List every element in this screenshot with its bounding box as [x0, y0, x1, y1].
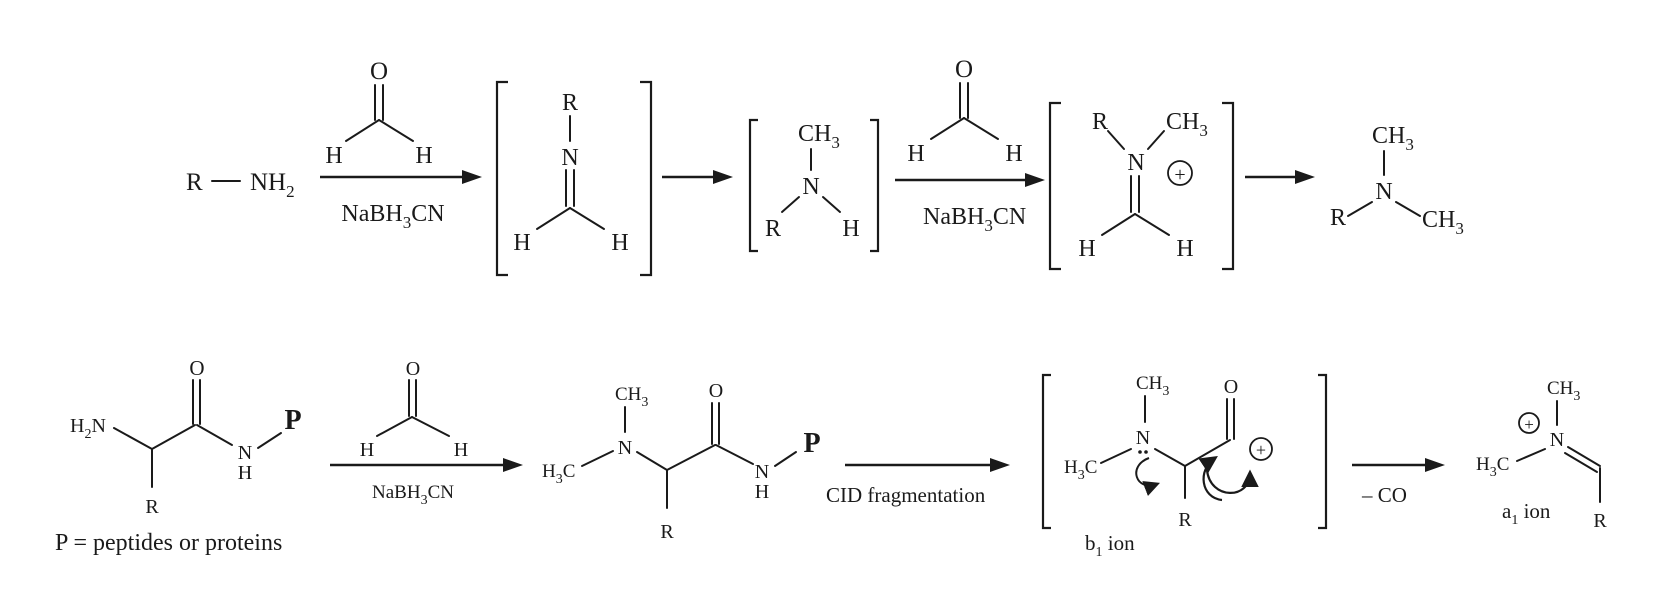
b1-ion-label: b1 ion: [1085, 531, 1135, 560]
dimethylamine-product: CH3 N R CH3: [1330, 123, 1464, 238]
svg-text:H: H: [611, 230, 628, 256]
svg-text:P: P: [803, 428, 820, 459]
svg-text:O: O: [955, 56, 973, 83]
svg-text:+: +: [1524, 415, 1534, 434]
minus-co-label: – CO: [1361, 483, 1407, 507]
svg-text:N: N: [802, 174, 819, 200]
svg-text:H2N: H2N: [70, 415, 106, 442]
svg-text:N: N: [1136, 427, 1150, 449]
svg-text:N: N: [238, 442, 252, 464]
primary-amine: R NH2: [186, 169, 295, 201]
a1-ion-label: a1 ion: [1502, 499, 1551, 528]
svg-text:R: R: [145, 496, 159, 518]
svg-text:H: H: [415, 143, 432, 169]
svg-text:O: O: [709, 380, 723, 402]
b1-ion: CH3 N H3C R O +: [1041, 373, 1328, 531]
methylamine-intermediate: CH3 N R H: [748, 118, 880, 253]
svg-text:H3C: H3C: [1476, 454, 1509, 480]
svg-text:N: N: [1375, 179, 1392, 205]
formaldehyde-3: O H H: [360, 358, 468, 461]
svg-text:H3C: H3C: [542, 461, 575, 487]
svg-text:CH3: CH3: [1372, 123, 1414, 154]
svg-text:H: H: [360, 439, 374, 461]
svg-text:NH2: NH2: [250, 169, 295, 201]
reaction-arrow-3: [895, 173, 1045, 187]
svg-text:H: H: [238, 462, 252, 484]
svg-text:R: R: [562, 90, 578, 116]
svg-text:N: N: [1550, 429, 1564, 451]
cid-label: CID fragmentation: [826, 483, 986, 507]
reagent-nabh3cn-2: NaBH3CN: [923, 204, 1026, 235]
svg-text:R: R: [1178, 509, 1192, 531]
svg-text:R: R: [1593, 510, 1607, 532]
svg-text:H: H: [513, 230, 530, 256]
svg-text:O: O: [1224, 376, 1238, 398]
svg-text:+: +: [1174, 164, 1185, 186]
svg-text:H: H: [842, 216, 859, 242]
svg-text:N: N: [561, 145, 578, 171]
dimethylated-peptide: CH3 N H3C R O N H P: [542, 380, 821, 543]
svg-text:R: R: [186, 169, 203, 196]
reaction-arrow-6: [845, 458, 1010, 472]
svg-text:H: H: [1176, 236, 1193, 262]
reaction-arrow-1: [320, 170, 482, 184]
peptide-n-terminus: H2N R O N H P: [70, 356, 302, 518]
svg-text:CH3: CH3: [1547, 378, 1580, 404]
svg-text:H: H: [325, 143, 342, 169]
svg-text:CH3: CH3: [798, 121, 840, 152]
svg-text:H: H: [907, 141, 924, 167]
reagent-nabh3cn-1: NaBH3CN: [341, 201, 444, 232]
formaldehyde-1: O H H: [325, 58, 432, 169]
svg-text:N: N: [755, 461, 769, 483]
svg-text:R: R: [765, 216, 781, 242]
reaction-arrow-4: [1245, 170, 1315, 184]
svg-text:N: N: [618, 437, 632, 459]
svg-text:O: O: [370, 58, 388, 85]
svg-text:CH3: CH3: [1166, 109, 1208, 140]
svg-text:O: O: [189, 356, 204, 380]
svg-text:N: N: [1127, 150, 1144, 176]
reagent-nabh3cn-3: NaBH3CN: [372, 482, 454, 508]
svg-text:H3C: H3C: [1064, 457, 1097, 483]
svg-text:CH3: CH3: [1136, 373, 1169, 399]
svg-text:O: O: [406, 358, 420, 380]
svg-text:R: R: [660, 521, 674, 543]
svg-text:P: P: [284, 405, 301, 436]
svg-text:H: H: [1005, 141, 1022, 167]
svg-text:H: H: [1078, 236, 1095, 262]
svg-text:R: R: [1092, 109, 1108, 135]
svg-text:R: R: [1330, 205, 1346, 231]
svg-text:+: +: [1256, 440, 1266, 460]
reaction-arrow-7: [1352, 458, 1445, 472]
formaldehyde-2: O H H: [907, 56, 1022, 167]
iminium-intermediate: R CH3 N + H H: [1048, 101, 1235, 271]
p-definition: P = peptides or proteins: [55, 530, 282, 556]
svg-text:CH3: CH3: [615, 384, 648, 410]
svg-text:H: H: [755, 481, 769, 503]
reaction-arrow-2: [662, 170, 733, 184]
svg-text:CH3: CH3: [1422, 207, 1464, 238]
svg-text:H: H: [454, 439, 468, 461]
reaction-arrow-5: [330, 458, 523, 472]
imine-intermediate: R N H H: [495, 80, 653, 277]
